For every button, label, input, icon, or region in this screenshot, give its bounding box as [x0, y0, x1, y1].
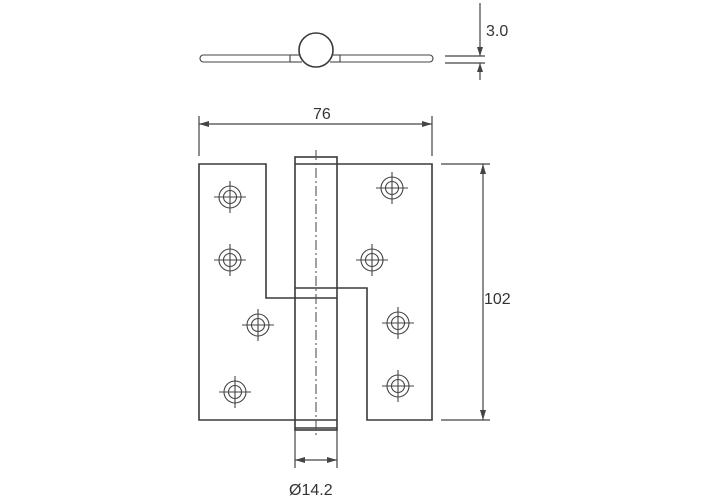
front-view: [198, 150, 433, 436]
height-label: 102: [484, 291, 511, 308]
screw-hole-icon: [242, 309, 274, 341]
knuckle-top-profile: [298, 32, 334, 68]
screw-holes: [214, 172, 414, 408]
thickness-label: 3.0: [486, 23, 508, 40]
diameter-label: Ø14.2: [289, 482, 333, 499]
left-leaf: [198, 163, 296, 421]
screw-hole-icon: [356, 244, 388, 276]
diameter-dimension: Ø14.2: [289, 430, 338, 499]
width-dimension: 76: [198, 106, 433, 156]
top-view: [199, 32, 434, 68]
screw-hole-icon: [376, 172, 408, 204]
screw-hole-icon: [214, 181, 246, 213]
screw-hole-icon: [382, 307, 414, 339]
height-dimension: 102: [441, 163, 511, 421]
screw-hole-icon: [219, 376, 251, 408]
screw-hole-icon: [214, 244, 246, 276]
thickness-dimension: 3.0: [445, 3, 508, 80]
width-label: 76: [313, 106, 331, 123]
screw-hole-icon: [382, 370, 414, 402]
right-leaf: [337, 163, 433, 421]
